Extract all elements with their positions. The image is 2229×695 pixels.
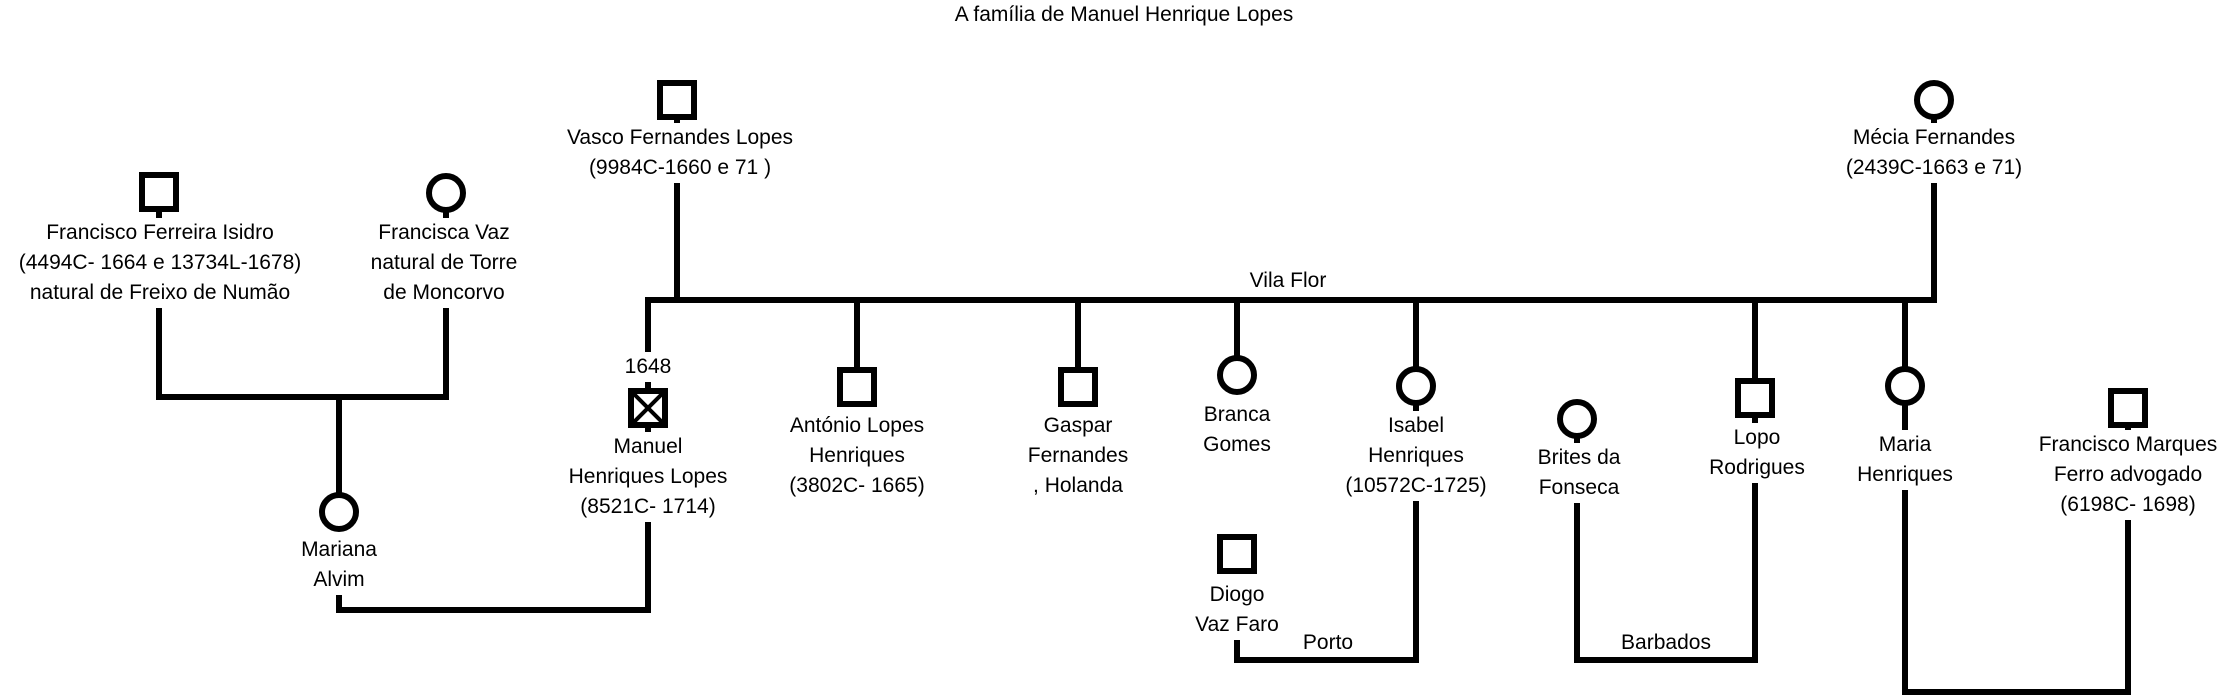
person-year-manuel: 1648	[624, 352, 672, 382]
maria-female-symbol	[1885, 366, 1925, 406]
place-label-vila-flor: Vila Flor	[1247, 268, 1329, 294]
maria-francisco-marques-marriage-line	[1902, 397, 2131, 695]
branca-female-symbol	[1217, 355, 1257, 395]
brites-female-symbol	[1557, 399, 1597, 439]
diogo-male-symbol	[1217, 534, 1257, 574]
mecia-female-symbol	[1914, 80, 1954, 120]
person-label-vasco: Vasco Fernandes Lopes(9984C-1660 e 71 )	[566, 123, 794, 183]
francisco-marques-male-symbol	[2108, 388, 2148, 428]
isabel-female-symbol	[1396, 366, 1436, 406]
gaspar-male-symbol	[1058, 367, 1098, 407]
francisca-vaz-female-symbol	[426, 173, 466, 213]
place-label-barbados: Barbados	[1619, 630, 1713, 656]
diagram-title: A família de Manuel Henrique Lopes	[954, 3, 1294, 26]
person-label-mecia: Mécia Fernandes(2439C-1663 e 71)	[1845, 123, 2023, 183]
vasco-male-symbol	[657, 80, 697, 120]
place-label-porto: Porto	[1300, 630, 1356, 656]
francisco-isidro-male-symbol	[139, 172, 179, 212]
person-label-francisco-isidro: Francisco Ferreira Isidro(4494C- 1664 e …	[18, 218, 302, 308]
antonio-male-symbol	[837, 367, 877, 407]
brites-lopo-marriage-line	[1574, 412, 1758, 663]
mariana-female-symbol	[319, 492, 359, 532]
manuel-deceased-male-symbol	[628, 388, 668, 428]
lopo-male-symbol	[1735, 378, 1775, 418]
